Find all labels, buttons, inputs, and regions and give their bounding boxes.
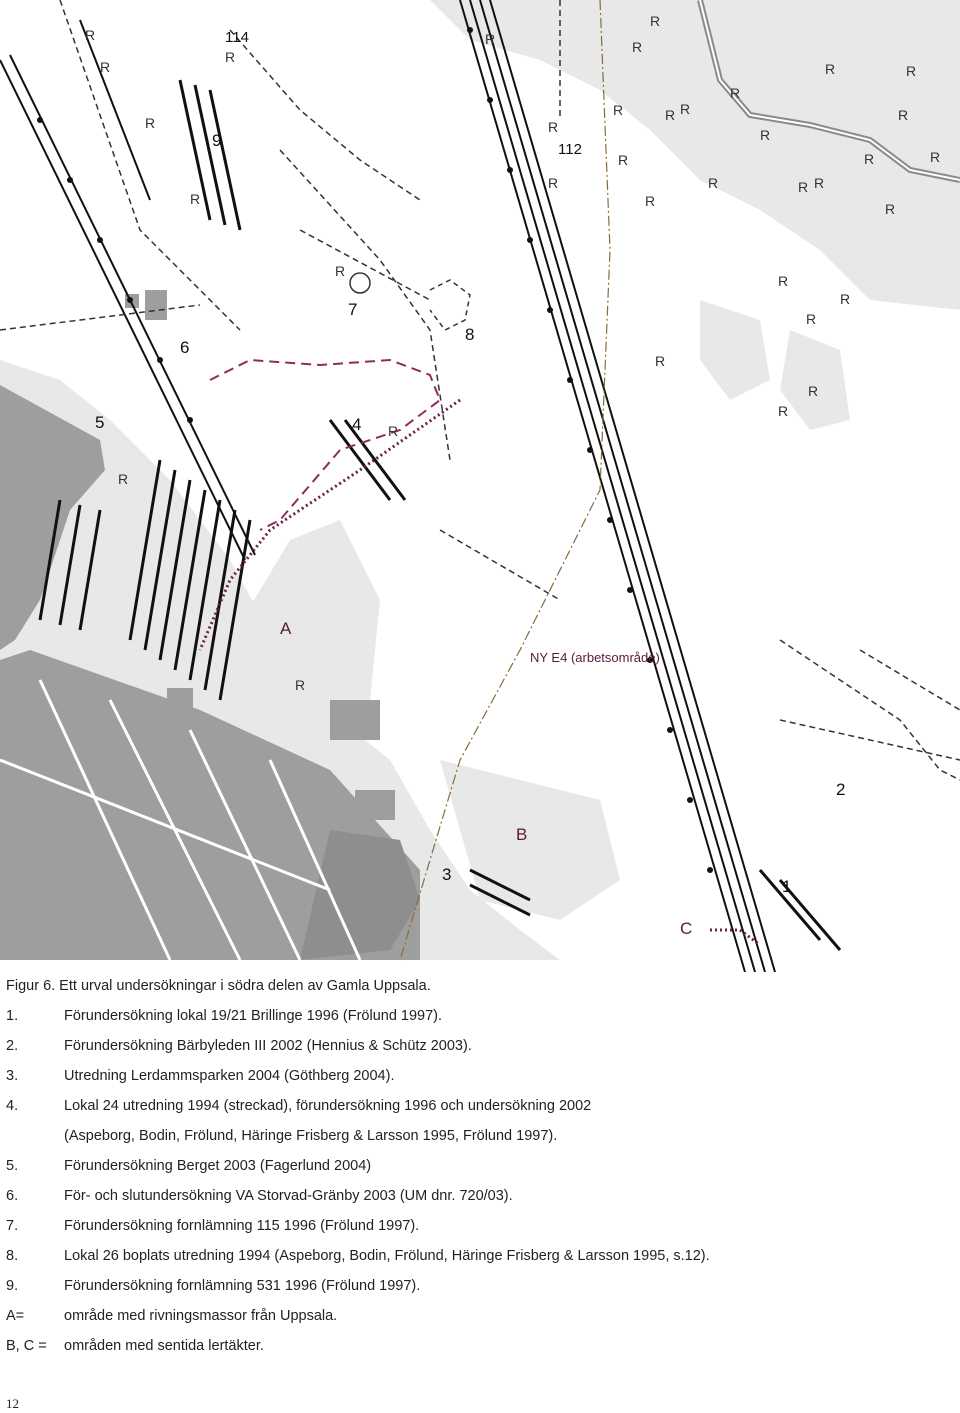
svg-text:R: R: [655, 353, 665, 369]
site-7-ring: [349, 272, 371, 294]
legend-item: 8.Lokal 26 boplats utredning 1994 (Aspeb…: [6, 1248, 710, 1264]
site-labels: 114 9 112 7 8 6 5 4 A NY E4 (arbetsområd…: [95, 29, 845, 938]
svg-text:R: R: [814, 175, 824, 191]
site-label-c: C: [680, 919, 692, 938]
dash-dot-line: [399, 0, 611, 961]
legend-item: A=område med rivningsmassor från Uppsala…: [6, 1308, 338, 1324]
site-label-a: A: [280, 619, 292, 638]
svg-text:R: R: [778, 403, 788, 419]
svg-text:R: R: [632, 39, 642, 55]
svg-text:R: R: [145, 115, 155, 131]
site-label-114: 114: [225, 29, 249, 46]
legend-item: 3.Utredning Lerdammsparken 2004 (Göthber…: [6, 1068, 395, 1084]
svg-text:R: R: [680, 101, 690, 117]
svg-text:R: R: [485, 31, 495, 47]
area-4-boundary: [209, 358, 442, 531]
svg-text:R: R: [898, 107, 908, 123]
site-label-9: 9: [212, 131, 221, 150]
block-lanes: [0, 679, 362, 961]
svg-text:R: R: [548, 175, 558, 191]
legend-item: 2.Förundersökning Bärbyleden III 2002 (H…: [6, 1038, 472, 1054]
svg-text:R: R: [808, 383, 818, 399]
svg-text:R: R: [708, 175, 718, 191]
svg-text:R: R: [118, 471, 128, 487]
site-label-5: 5: [95, 413, 104, 432]
site-label-8: 8: [465, 325, 474, 344]
site-label-6: 6: [180, 338, 189, 357]
dashed-boundaries: [0, 0, 960, 781]
svg-text:R: R: [760, 127, 770, 143]
map-svg: R R R R R R R R R R R R R R R R R R R R …: [0, 0, 960, 973]
svg-text:R: R: [825, 61, 835, 77]
site-label-3: 3: [442, 865, 451, 884]
svg-text:R: R: [798, 179, 808, 195]
svg-text:R: R: [335, 263, 345, 279]
svg-text:R: R: [930, 149, 940, 165]
area-a-dotted: [198, 398, 461, 651]
svg-text:R: R: [190, 191, 200, 207]
legend-item: 7.Förundersökning fornlämning 115 1996 (…: [6, 1218, 420, 1234]
site-label-112: 112: [558, 141, 582, 158]
svg-text:R: R: [730, 85, 740, 101]
svg-text:R: R: [548, 119, 558, 135]
svg-text:R: R: [618, 152, 628, 168]
site-label-1: 1: [782, 877, 791, 896]
site-label-e4: NY E4 (arbetsområde): [530, 650, 660, 665]
legend-item: 6.För- och slutundersökning VA Storvad-G…: [6, 1188, 513, 1204]
svg-text:R: R: [388, 423, 398, 439]
site-label-4: 4: [352, 415, 361, 434]
legend-item: 9.Förundersökning fornlämning 531 1996 (…: [6, 1278, 421, 1294]
svg-text:R: R: [295, 677, 305, 693]
svg-text:R: R: [665, 107, 675, 123]
site-8-outline: [429, 279, 471, 331]
svg-text:R: R: [906, 63, 916, 79]
svg-text:R: R: [885, 201, 895, 217]
survey-trenches: [38, 79, 842, 951]
svg-text:R: R: [100, 59, 110, 75]
svg-text:R: R: [650, 13, 660, 29]
svg-text:R: R: [85, 27, 95, 43]
site-map: R R R R R R R R R R R R R R R R R R R R …: [0, 0, 960, 973]
railway-stations: [37, 27, 713, 873]
r-symbols: R R R R R R R R R R R R R R R R R R R R …: [85, 13, 940, 693]
page-number: 12: [6, 1396, 19, 1411]
svg-text:R: R: [645, 193, 655, 209]
legend-item: B, C =områden med sentida lertäkter.: [6, 1338, 264, 1354]
svg-text:R: R: [864, 151, 874, 167]
svg-text:R: R: [806, 311, 816, 327]
site-label-2: 2: [836, 780, 845, 799]
railway-tracks: [0, 0, 776, 973]
site-label-b: B: [516, 825, 527, 844]
figure-legend: Figur 6. Ett urval undersökningar i södr…: [6, 976, 946, 1366]
svg-text:R: R: [778, 273, 788, 289]
site-label-7: 7: [348, 300, 357, 319]
figure-caption: Figur 6. Ett urval undersökningar i södr…: [6, 978, 431, 994]
legend-item: 1.Förundersökning lokal 19/21 Brillinge …: [6, 1008, 443, 1024]
legend-item: 5.Förundersökning Berget 2003 (Fagerlund…: [6, 1158, 372, 1174]
svg-text:R: R: [613, 102, 623, 118]
svg-text:R: R: [840, 291, 850, 307]
legend-item: 4.Lokal 24 utredning 1994 (streckad), fö…: [6, 1098, 592, 1144]
svg-text:R: R: [225, 49, 235, 65]
area-c-dotted: [710, 928, 761, 947]
